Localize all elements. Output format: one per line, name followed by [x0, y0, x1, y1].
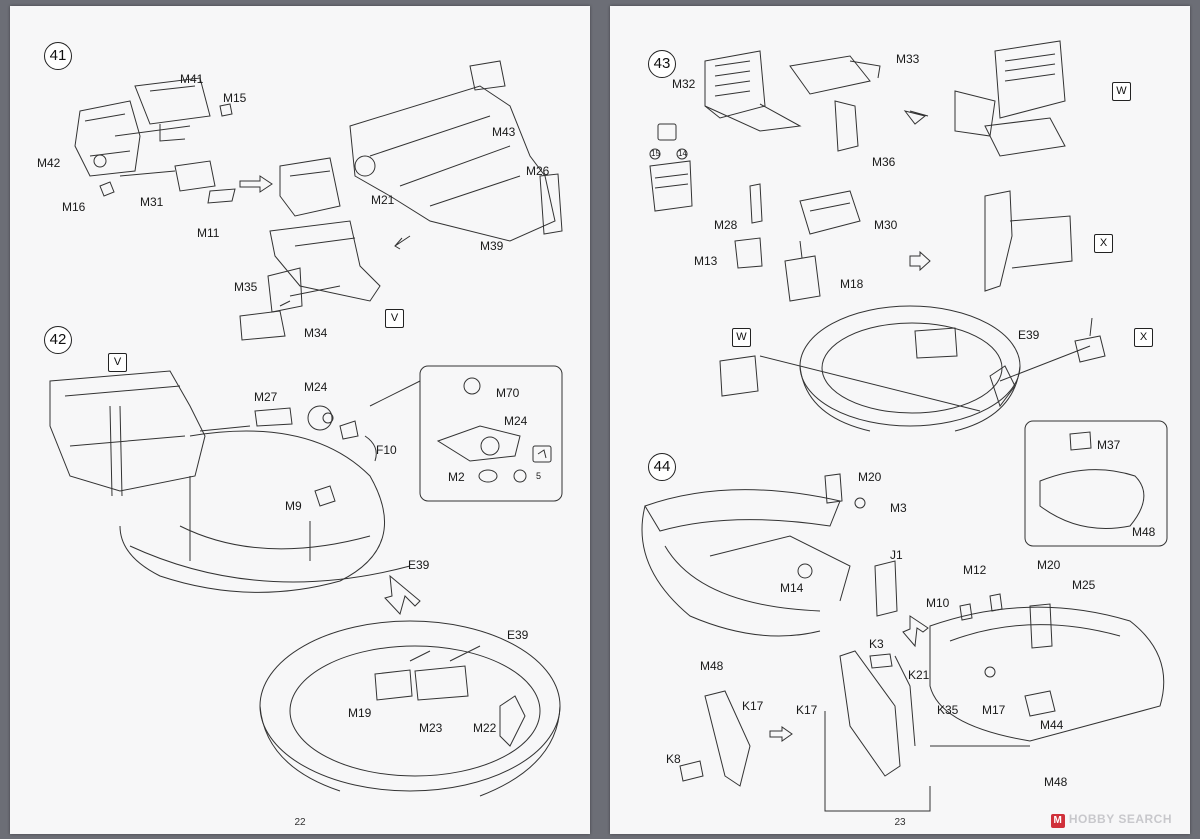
part-label-m48-inset: M48 [1132, 525, 1156, 539]
count-label-14: 14 [678, 149, 687, 158]
part-label-e39: E39 [1018, 328, 1040, 342]
part-label-k8: K8 [666, 752, 681, 766]
page-22-line-art [49, 60, 563, 797]
part-label-k3: K3 [869, 637, 884, 651]
watermark-text: HOBBY SEARCH [1068, 812, 1172, 826]
part-label-m24-inset: M24 [504, 414, 528, 428]
part-label-m37: M37 [1097, 438, 1121, 452]
part-label-m31: M31 [140, 195, 164, 209]
page-number: 23 [894, 817, 906, 828]
part-label-e39-ring: E39 [507, 628, 529, 642]
part-label-k17: K17 [742, 699, 764, 713]
manual-page-left: 41 M41 M15 M42 M16 M31 M11 M43 M26 M21 M… [10, 6, 590, 834]
part-label-m30: M30 [874, 218, 898, 232]
page-number: 22 [294, 817, 306, 828]
part-label-m2: M2 [448, 470, 465, 484]
part-label-m24: M24 [304, 380, 328, 394]
callout-box-v-step42: V [108, 353, 127, 372]
part-label-m22: M22 [473, 721, 497, 735]
part-label-m23: M23 [419, 721, 443, 735]
part-label-m48-bottom: M48 [1044, 775, 1068, 789]
callout-box-x: X [1094, 234, 1113, 253]
part-label-m48: M48 [700, 659, 724, 673]
part-label-m10: M10 [926, 596, 950, 610]
callout-box-w: W [1112, 82, 1131, 101]
part-label-m12: M12 [963, 563, 987, 577]
callout-box-w-ring: W [732, 328, 751, 347]
part-label-m17: M17 [982, 703, 1006, 717]
callout-box-x-ring: X [1134, 328, 1153, 347]
part-label-m34: M34 [304, 326, 328, 340]
part-label-m70: M70 [496, 386, 520, 400]
count-label-5: 5 [536, 471, 542, 481]
part-label-m39: M39 [480, 239, 504, 253]
callout-box-v-step41: V [385, 309, 404, 328]
part-label-m25: M25 [1072, 578, 1096, 592]
part-label-m43: M43 [492, 125, 516, 139]
count-label-15: 15 [651, 149, 660, 158]
part-label-m3: M3 [890, 501, 907, 515]
part-label-f10: F10 [376, 443, 397, 457]
part-label-m14: M14 [780, 581, 804, 595]
part-label-m21: M21 [371, 193, 395, 207]
manual-page-right: 43 M32 M33 M36 W 15 14 M28 M30 M13 M18 X… [610, 6, 1190, 834]
part-label-m26: M26 [526, 164, 550, 178]
step-number-43: 43 [648, 50, 676, 78]
step-number-42: 42 [44, 326, 72, 354]
part-label-m11: M11 [197, 226, 220, 240]
part-label-m28: M28 [714, 218, 738, 232]
part-label-m35: M35 [234, 280, 258, 294]
part-label-m36: M36 [872, 155, 896, 169]
part-label-m13: M13 [694, 254, 718, 268]
part-label-m41: M41 [180, 72, 204, 86]
part-label-k21: K21 [908, 668, 930, 682]
part-label-m32: M32 [672, 77, 696, 91]
part-label-m27: M27 [254, 390, 278, 404]
part-label-k17-right: K17 [796, 703, 818, 717]
part-label-m42: M42 [37, 156, 61, 170]
part-label-m18: M18 [840, 277, 864, 291]
part-label-m15: M15 [223, 91, 247, 105]
part-label-m20-right: M20 [1037, 558, 1061, 572]
step-number-44: 44 [648, 453, 676, 481]
part-label-j1: J1 [890, 548, 903, 562]
watermark-logo-icon: M [1050, 814, 1065, 828]
part-label-m16: M16 [62, 200, 86, 214]
part-label-m33: M33 [896, 52, 920, 66]
part-label-m44: M44 [1040, 718, 1064, 732]
part-label-m9: M9 [285, 499, 302, 513]
part-label-k35: K35 [937, 703, 959, 717]
part-label-e39: E39 [408, 558, 430, 572]
step-number-41: 41 [44, 42, 72, 70]
part-label-m20: M20 [858, 470, 882, 484]
page-23-line-art [641, 40, 1168, 812]
part-label-m19: M19 [348, 706, 372, 720]
